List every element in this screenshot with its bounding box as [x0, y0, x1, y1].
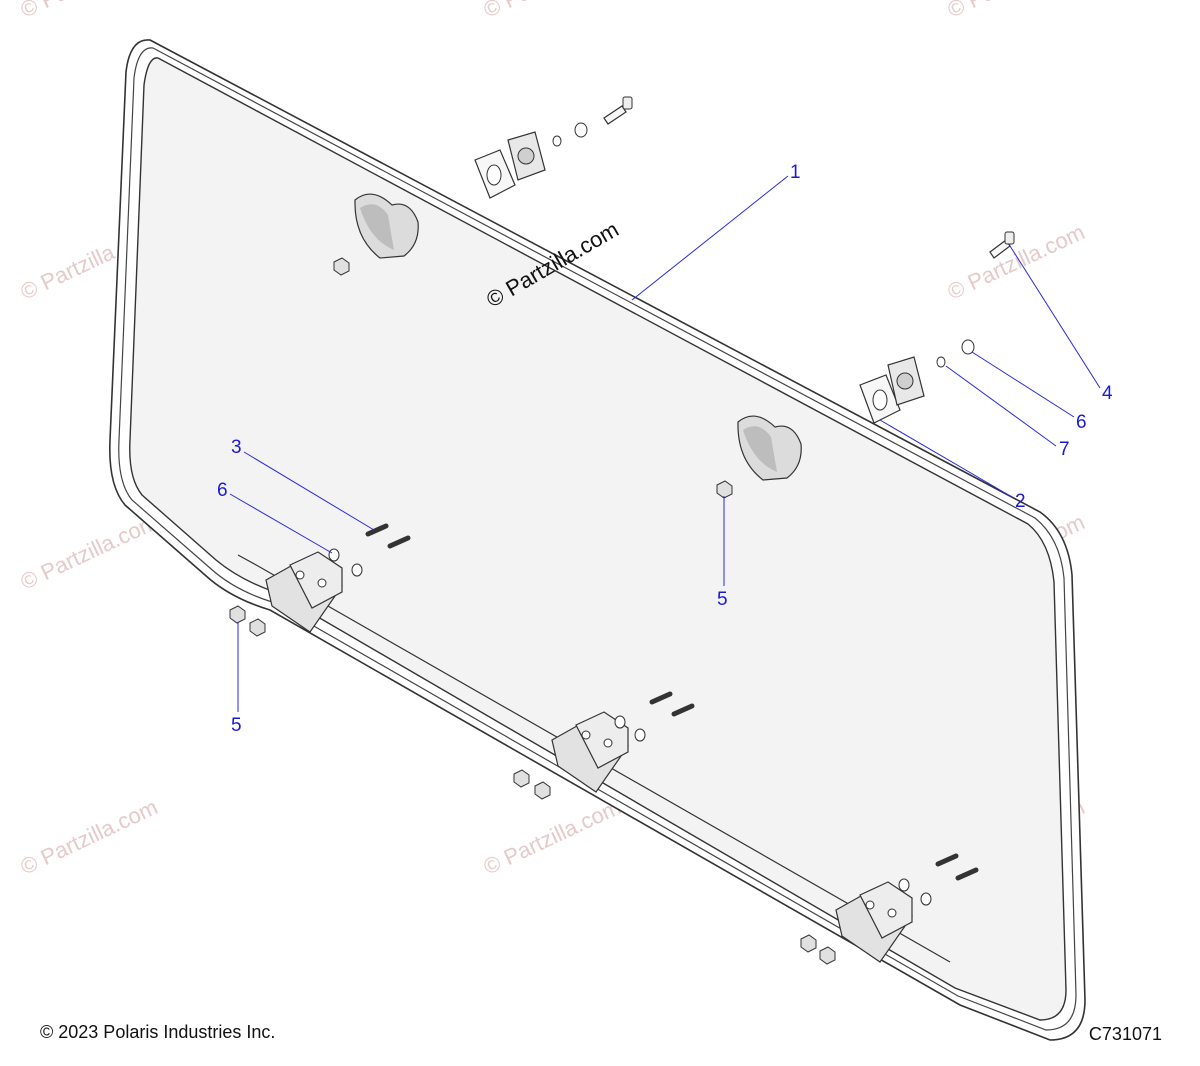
screw-right-b — [955, 867, 979, 881]
washer-hinge-left-b — [351, 563, 363, 577]
watermark-middle-left: © Partzilla.com — [17, 509, 162, 594]
upper-left-hardware — [474, 96, 633, 199]
hinge-center-plate — [575, 711, 629, 769]
nut-hinge-right-a — [800, 934, 817, 953]
watermark-top-center: © Partzilla.com — [480, 0, 625, 23]
callout-6-left: 6 — [217, 480, 228, 501]
nut-upper-left — [333, 257, 350, 276]
leader-6a — [229, 493, 333, 554]
washer-hinge-right-b — [920, 892, 932, 906]
frame-middle — [118, 47, 1077, 1031]
gasket-left-hole — [486, 164, 502, 186]
callout-7: 7 — [1059, 439, 1070, 460]
callout-5-left: 5 — [231, 715, 242, 736]
watermark-lower-left: © Partzilla.com — [17, 794, 162, 879]
nut-hinge-left-a — [229, 605, 246, 624]
washer-hinge-center-b — [634, 728, 646, 742]
latch-plate-right-center — [896, 372, 914, 390]
leader-6b — [971, 351, 1075, 418]
bolt-left-head — [622, 96, 633, 110]
nut-hinge-center-b — [534, 781, 551, 800]
screw-center-a — [649, 691, 673, 705]
leader-7 — [945, 365, 1057, 447]
hinge-center-hole-a — [581, 730, 591, 740]
washer-hinge-center-a — [614, 715, 626, 729]
hinge-fasteners — [229, 523, 979, 965]
leader-4 — [1009, 245, 1101, 389]
hinge-left-plate — [289, 551, 343, 609]
washer-hinge-left-a — [328, 548, 340, 562]
hinge-right-hole-a — [865, 900, 875, 910]
bottom-rail — [237, 554, 951, 963]
screw-left-b — [387, 535, 411, 549]
watermark-top-left: © Partzilla.com — [17, 0, 162, 23]
hinge-left-hole-a — [295, 570, 305, 580]
latch-plate-left-center — [517, 147, 535, 165]
washer-right-large — [961, 339, 975, 355]
bolt-left — [603, 105, 627, 125]
screw-left-a — [365, 523, 389, 537]
callout-6-right: 6 — [1076, 412, 1087, 433]
callout-4: 4 — [1102, 383, 1113, 404]
glass-brackets — [333, 193, 802, 499]
windshield-panel — [108, 39, 1086, 1041]
bracket-left-shade — [360, 204, 394, 250]
hinge-right-plate — [859, 881, 913, 939]
hinge-right — [835, 881, 913, 963]
watermark-upper-right: © Partzilla.com — [944, 219, 1089, 304]
callout-numbers: 1 2 3 4 5 5 6 6 7 — [217, 162, 1113, 736]
gasket-right-hole — [872, 389, 888, 411]
glass-surface — [129, 57, 1067, 1021]
callout-2: 2 — [1015, 491, 1026, 512]
copyright-notice: © 2023 Polaris Industries Inc. — [40, 1022, 276, 1042]
upper-right-hardware — [859, 231, 1015, 424]
nut-hinge-left-b — [249, 618, 266, 637]
callout-1: 1 — [790, 162, 801, 183]
nut-hinge-right-b — [819, 946, 836, 965]
nut-center — [716, 480, 733, 499]
watermark-lower-center: © Partzilla.com — [480, 794, 625, 879]
washer-right-small — [936, 356, 946, 368]
leader-1 — [631, 175, 789, 301]
bracket-right-shade — [743, 426, 777, 472]
hinge-right-hole-b — [887, 908, 897, 918]
hinge-center — [551, 711, 629, 793]
callout-3: 3 — [231, 437, 242, 458]
screw-right-a — [935, 853, 959, 867]
hinge-left — [265, 551, 343, 633]
leader-3 — [243, 451, 375, 531]
hinge-center-hole-b — [603, 738, 613, 748]
screw-center-b — [671, 703, 695, 717]
leader-2 — [879, 419, 1013, 498]
washer-hinge-right-a — [898, 878, 910, 892]
bolt-right-head — [1004, 231, 1015, 245]
callout-5-center: 5 — [717, 589, 728, 610]
hinge-left-hole-b — [317, 578, 327, 588]
washer-left-large — [574, 122, 588, 138]
nut-hinge-center-a — [513, 769, 530, 788]
leader-lines — [229, 175, 1101, 712]
watermark-top-right: © Partzilla.com — [944, 0, 1089, 23]
washer-left-small — [552, 135, 562, 147]
diagram-code: C731071 — [1088, 1024, 1162, 1044]
